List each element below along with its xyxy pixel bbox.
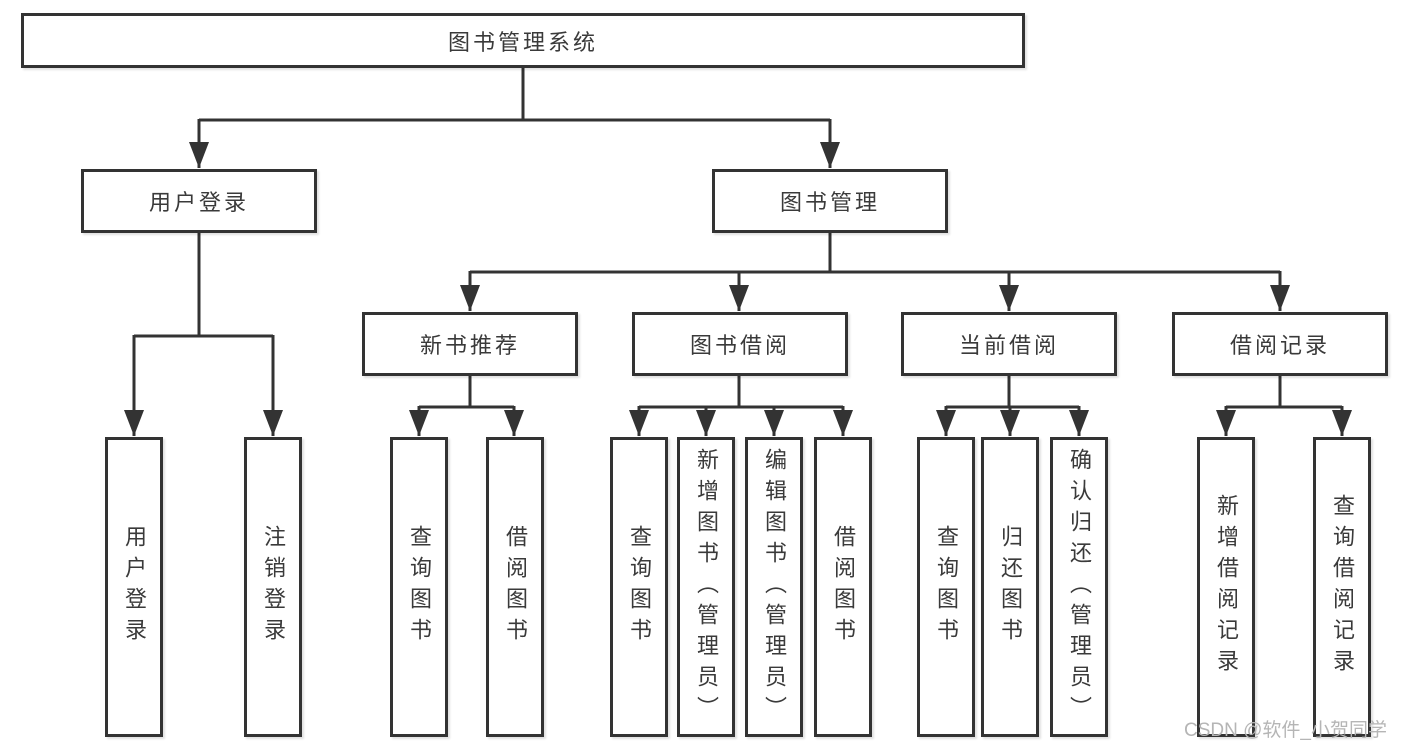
node-book-borrowing: 图书借阅: [632, 312, 848, 376]
leaf-edit-books-admin: 编辑图书（管理员）: [745, 437, 803, 737]
leaf-add-borrow-record: 新增借阅记录: [1197, 437, 1255, 737]
node-label: 当前借阅: [958, 333, 1059, 358]
node-book-management: 图书管理: [712, 169, 948, 233]
leaf-label: 新增借阅记录: [1214, 494, 1239, 680]
leaf-label: 查询图书: [934, 525, 959, 649]
leaf-label: 查询图书: [407, 525, 432, 649]
leaf-query-books-current: 查询图书: [917, 437, 975, 737]
leaf-label: 查询借阅记录: [1330, 494, 1355, 680]
leaf-query-borrow-record: 查询借阅记录: [1313, 437, 1371, 737]
node-current-borrowing: 当前借阅: [901, 312, 1117, 376]
leaf-user-login: 用户登录: [105, 437, 163, 737]
node-new-book-recommendation: 新书推荐: [362, 312, 578, 376]
leaf-borrow-books-recommend: 借阅图书: [486, 437, 544, 737]
leaf-confirm-return-admin: 确认归还（管理员）: [1050, 437, 1108, 737]
leaf-add-books-admin: 新增图书（管理员）: [677, 437, 735, 737]
leaf-label: 借阅图书: [503, 525, 528, 649]
node-label: 图书管理系统: [447, 29, 598, 55]
node-label: 借阅记录: [1229, 333, 1330, 358]
leaf-label: 注销登录: [261, 525, 286, 649]
node-library-management-system: 图书管理系统: [21, 13, 1025, 68]
csdn-watermark: CSDN @软件_小贺同学: [1184, 720, 1387, 741]
leaf-label: 归还图书: [998, 525, 1023, 649]
leaf-label: 确认归还（管理员）: [1067, 447, 1092, 727]
node-label: 新书推荐: [419, 333, 520, 358]
leaf-label: 查询图书: [627, 525, 652, 649]
leaf-borrow-books-borrowing: 借阅图书: [814, 437, 872, 737]
leaf-label: 用户登录: [122, 525, 147, 649]
node-label: 用户登录: [148, 190, 249, 215]
leaf-query-books-recommend: 查询图书: [390, 437, 448, 737]
node-label: 图书借阅: [689, 333, 790, 358]
leaf-query-books-borrowing: 查询图书: [610, 437, 668, 737]
leaf-return-books: 归还图书: [981, 437, 1039, 737]
node-borrowing-records: 借阅记录: [1172, 312, 1388, 376]
node-user-login: 用户登录: [81, 169, 317, 233]
node-label: 图书管理: [779, 190, 880, 215]
leaf-label: 新增图书（管理员）: [694, 447, 719, 727]
leaf-label: 编辑图书（管理员）: [762, 447, 787, 727]
leaf-logout-login: 注销登录: [244, 437, 302, 737]
leaf-label: 借阅图书: [831, 525, 856, 649]
